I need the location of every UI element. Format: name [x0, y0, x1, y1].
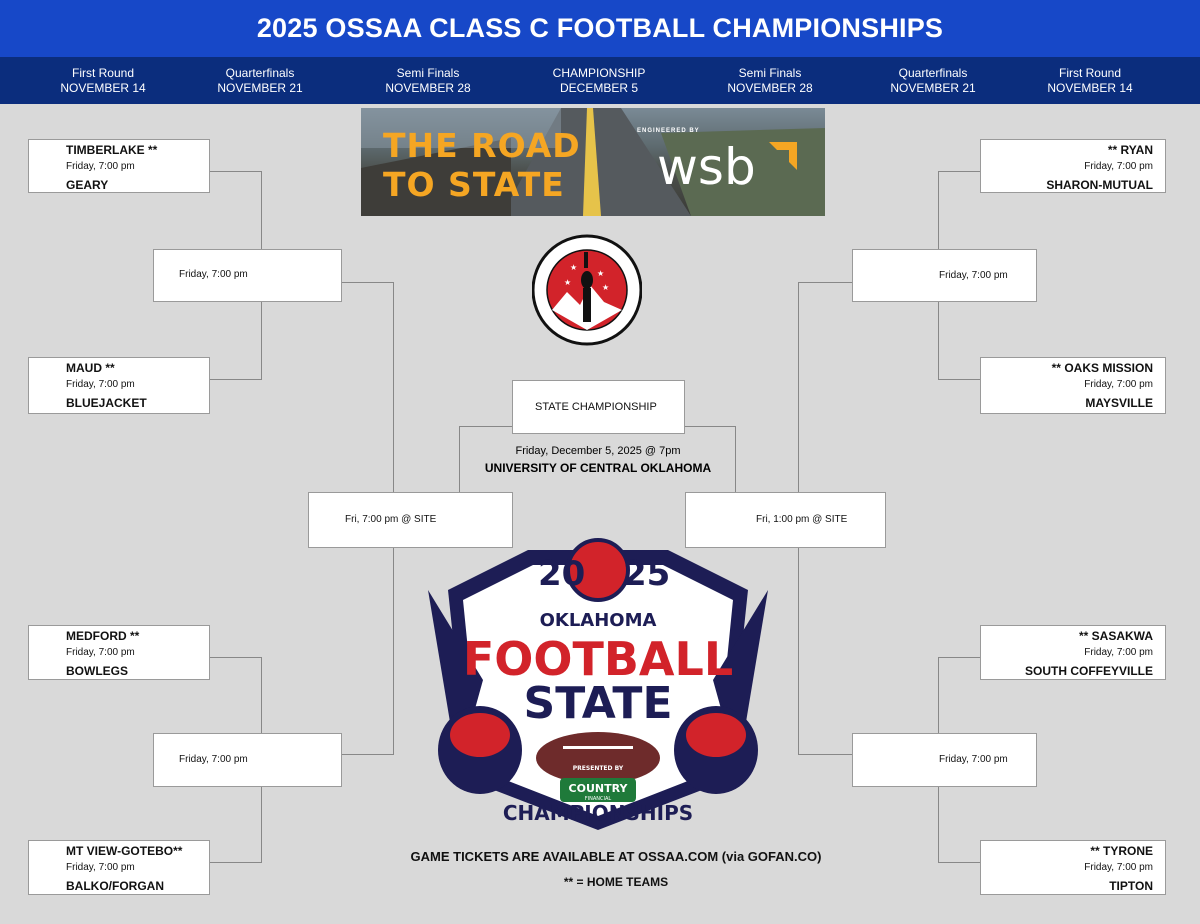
- road-to-state-banner[interactable]: THE ROAD TO STATE ENGINEERED BY wsb: [361, 108, 825, 216]
- logo-year-right: 25: [623, 554, 670, 594]
- matchup-box[interactable]: MEDFORD ** Friday, 7:00 pm BOWLEGS: [28, 625, 210, 680]
- svg-text:★: ★: [602, 283, 609, 292]
- game-time: Friday, 7:00 pm: [66, 862, 135, 873]
- semifinal-box[interactable]: Fri, 1:00 pm @ SITE: [685, 492, 886, 548]
- game-time: Fri, 1:00 pm @ SITE: [756, 514, 848, 525]
- engineered-by-label: ENGINEERED BY: [637, 128, 700, 134]
- game-time: Friday, 7:00 pm: [66, 379, 135, 390]
- away-team: MAYSVILLE: [1085, 396, 1153, 410]
- football-state-logo: 20 25 OKLAHOMA FOOTBALL STATE PRESENTED …: [428, 538, 768, 830]
- game-time: Friday, 7:00 pm: [179, 754, 248, 765]
- quarterfinal-box[interactable]: Friday, 7:00 pm: [153, 733, 342, 787]
- home-team: ** RYAN: [1107, 143, 1153, 157]
- home-team: MEDFORD **: [66, 629, 140, 643]
- away-team: SHARON-MUTUAL: [1046, 178, 1153, 192]
- game-time: Friday, 7:00 pm: [66, 647, 135, 658]
- game-time: Friday, 7:00 pm: [1084, 161, 1153, 172]
- matchup-box[interactable]: MT VIEW-GOTEBO** Friday, 7:00 pm BALKO/F…: [28, 840, 210, 895]
- ossaa-seal-icon: ★ ★ ★ ★: [532, 234, 642, 346]
- logo-year-left: 20: [538, 554, 585, 594]
- away-team: BOWLEGS: [66, 664, 128, 678]
- logo-line1: FOOTBALL: [463, 632, 733, 686]
- away-team: TIPTON: [1109, 879, 1153, 893]
- game-time: Friday, 7:00 pm: [939, 270, 1008, 281]
- quarterfinal-box[interactable]: Friday, 7:00 pm: [852, 249, 1037, 302]
- logo-presented-by: PRESENTED BY: [573, 765, 624, 772]
- logo-bottom: CHAMPIONSHIPS: [503, 801, 693, 825]
- svg-text:★: ★: [597, 269, 604, 278]
- wsb-arrow-icon: [769, 142, 797, 170]
- matchup-box[interactable]: ** OAKS MISSION Friday, 7:00 pm MAYSVILL…: [980, 357, 1166, 414]
- quarterfinal-box[interactable]: Friday, 7:00 pm: [852, 733, 1037, 787]
- championship-venue: UNIVERSITY OF CENTRAL OKLAHOMA: [484, 461, 712, 475]
- home-team: ** OAKS MISSION: [1051, 361, 1153, 375]
- banner-title-line1: THE ROAD: [383, 126, 581, 165]
- game-time: Friday, 7:00 pm: [1084, 647, 1153, 658]
- game-time: Friday, 7:00 pm: [1084, 379, 1153, 390]
- matchup-box[interactable]: ** RYAN Friday, 7:00 pm SHARON-MUTUAL: [980, 139, 1166, 193]
- away-team: GEARY: [66, 178, 109, 192]
- home-team: MT VIEW-GOTEBO**: [66, 844, 183, 858]
- home-team: TIMBERLAKE **: [66, 143, 158, 157]
- logo-state: OKLAHOMA: [540, 610, 657, 631]
- svg-text:★: ★: [570, 263, 577, 272]
- wsb-logo: wsb: [657, 138, 756, 196]
- logo-sponsor: COUNTRY: [569, 782, 629, 795]
- logo-sponsor-sub: FINANCIAL: [585, 796, 612, 802]
- game-time: Friday, 7:00 pm: [939, 754, 1008, 765]
- championship-label: STATE CHAMPIONSHIP: [535, 401, 657, 413]
- svg-text:★: ★: [564, 278, 571, 287]
- game-time: Friday, 7:00 pm: [1084, 862, 1153, 873]
- game-time: Friday, 7:00 pm: [66, 161, 135, 172]
- logo-line2: STATE: [524, 678, 673, 729]
- game-time: Fri, 7:00 pm @ SITE: [345, 514, 437, 525]
- away-team: BLUEJACKET: [66, 396, 147, 410]
- matchup-box[interactable]: TIMBERLAKE ** Friday, 7:00 pm GEARY: [28, 139, 210, 193]
- home-teams-legend: ** = HOME TEAMS: [563, 875, 669, 889]
- page-title: 2025 OSSAA CLASS C FOOTBALL CHAMPIONSHIP…: [0, 0, 1200, 57]
- road-illustration: [361, 108, 825, 216]
- home-team: ** TYRONE: [1090, 844, 1153, 858]
- championship-box[interactable]: STATE CHAMPIONSHIP: [512, 380, 685, 434]
- matchup-box[interactable]: ** TYRONE Friday, 7:00 pm TIPTON: [980, 840, 1166, 895]
- game-time: Friday, 7:00 pm: [179, 269, 248, 280]
- championship-datetime: Friday, December 5, 2025 @ 7pm: [515, 445, 681, 457]
- semifinal-box[interactable]: Fri, 7:00 pm @ SITE: [308, 492, 513, 548]
- away-team: SOUTH COFFEYVILLE: [1024, 664, 1153, 678]
- away-team: BALKO/FORGAN: [66, 879, 164, 893]
- matchup-box[interactable]: MAUD ** Friday, 7:00 pm BLUEJACKET: [28, 357, 210, 414]
- quarterfinal-box[interactable]: Friday, 7:00 pm: [153, 249, 342, 302]
- home-team: ** SASAKWA: [1078, 629, 1153, 643]
- home-team: MAUD **: [66, 361, 115, 375]
- tickets-note: GAME TICKETS ARE AVAILABLE AT OSSAA.COM …: [410, 849, 822, 864]
- matchup-box[interactable]: ** SASAKWA Friday, 7:00 pm SOUTH COFFEYV…: [980, 625, 1166, 680]
- banner-title-line2: TO STATE: [383, 165, 565, 204]
